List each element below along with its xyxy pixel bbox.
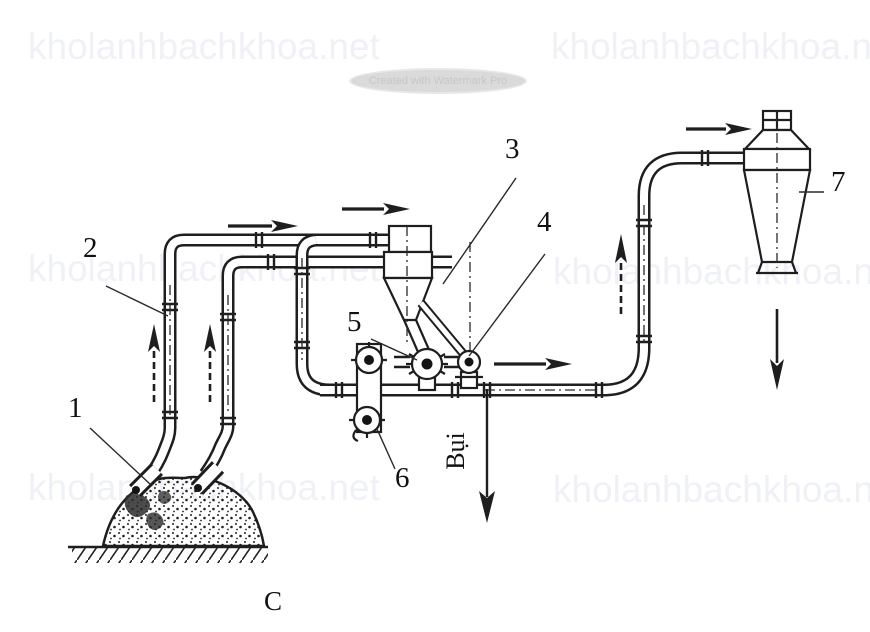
watermark-text: kholanhbachkhoa.n [551, 26, 870, 67]
part-label-7: 7 [831, 166, 846, 198]
feed-nozzle-4 [455, 349, 483, 390]
centerlines [169, 205, 645, 415]
leader-lines [89, 177, 824, 485]
flow-arrows [148, 123, 784, 523]
part-label-3: 3 [505, 133, 520, 165]
part-label-2: 2 [83, 232, 98, 264]
blower-unit-6 [349, 342, 387, 443]
receiver-cyclone-3 [382, 224, 470, 360]
part-label-1: 1 [68, 392, 83, 424]
ground-hatching [68, 545, 268, 563]
part-label-4: 4 [537, 206, 552, 238]
watermark-text: kholanhbachkhoa.n [553, 251, 870, 292]
part-label-6: 6 [395, 462, 410, 494]
dust-label: Bụi [441, 432, 470, 470]
cyclone-separator-7 [742, 109, 812, 275]
watermark-text: kholanhbachkhoa.n [553, 469, 870, 510]
figure-caption: C [264, 586, 283, 616]
watermark-text: kholanhbachkhoa.net [28, 26, 380, 67]
watermark-badge: Created with Watermark Pro [349, 68, 527, 94]
part-label-5: 5 [347, 306, 362, 338]
material-pile [101, 475, 266, 548]
rotary-valve-5 [406, 347, 448, 392]
